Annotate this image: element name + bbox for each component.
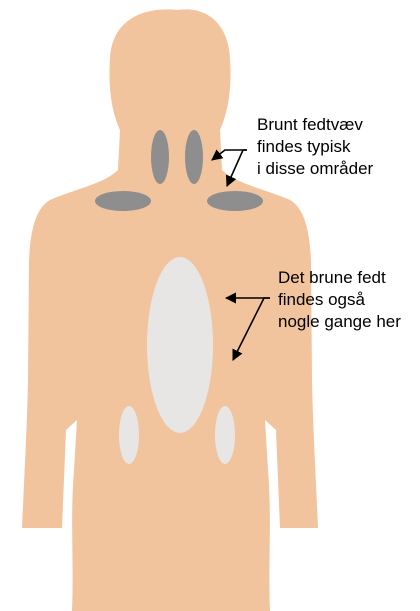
possible-fat-lower-right — [215, 406, 235, 464]
brown-fat-neck-left — [151, 130, 169, 184]
annotation-sometimes-line-2: findes også — [278, 290, 365, 309]
annotation-typical: Brunt fedtvæv findes typisk i disse områ… — [257, 115, 374, 178]
annotation-typical-line-1: Brunt fedtvæv — [257, 115, 363, 134]
annotation-sometimes: Det brune fedt findes også nogle gange h… — [278, 268, 401, 331]
annotation-sometimes-line-1: Det brune fedt — [278, 268, 386, 287]
possible-fat-center — [147, 257, 213, 433]
brown-fat-neck-right — [185, 130, 203, 184]
annotation-typical-line-3: i disse områder — [257, 159, 374, 178]
annotation-sometimes-line-3: nogle gange her — [278, 312, 401, 331]
possible-fat-lower-left — [119, 406, 139, 464]
brown-fat-shoulder-left — [95, 191, 151, 211]
brown-fat-shoulder-right — [207, 191, 263, 211]
annotation-typical-line-2: findes typisk — [257, 137, 351, 156]
